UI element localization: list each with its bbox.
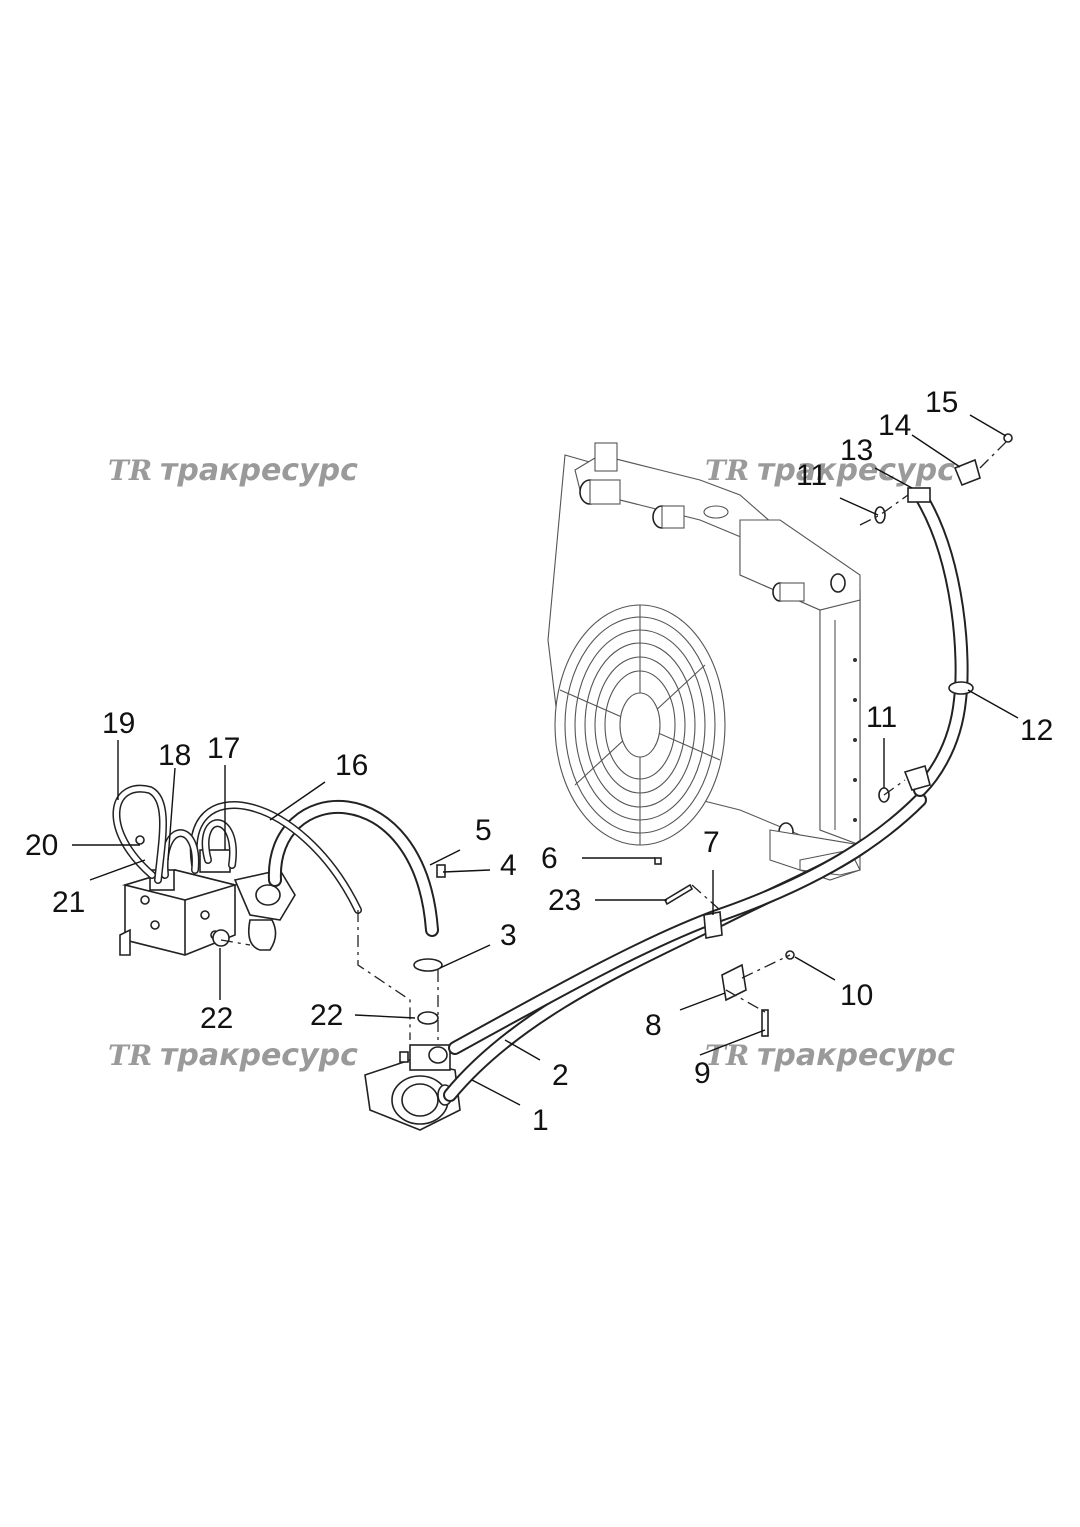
radiator-cooler-assembly [547,442,861,881]
callout-22-left: 22 [200,1002,233,1035]
watermark-bottom-left: TR тракресурс [108,1038,358,1073]
svg-text:TR: TR [705,454,749,487]
callout-10: 10 [840,979,873,1012]
callout-9: 9 [694,1057,711,1090]
svg-text:тракресурс: тракресурс [160,453,358,488]
callout-6: 6 [541,842,558,875]
callout-12: 12 [1020,714,1053,747]
watermark-top-left: TR тракресурс [108,453,358,488]
callout-11-bottom: 11 [866,701,897,734]
callout-5: 5 [475,814,492,847]
callout-2: 2 [552,1059,569,1092]
svg-text:TR: TR [108,454,152,487]
callout-4: 4 [500,849,517,882]
callout-23: 23 [548,884,581,917]
callout-14: 14 [878,409,911,442]
callout-13: 13 [840,434,873,467]
callout-19: 19 [102,707,135,740]
pump-assembly [364,1044,461,1131]
callout-22-center: 22 [310,999,343,1032]
assembly-lines [220,439,1009,1040]
callout-17: 17 [207,732,240,765]
callout-8: 8 [645,1009,662,1042]
svg-text:тракресурс: тракресурс [757,453,955,488]
svg-text:TR: TR [108,1039,152,1072]
callout-11-top: 11 [796,459,827,492]
callout-16: 16 [335,749,368,782]
watermark-top-right: TR тракресурс [705,453,955,488]
callout-numbers: 1 2 3 4 5 6 7 8 9 10 11 11 12 13 14 15 1… [25,386,1053,1137]
callout-15: 15 [925,386,958,419]
svg-text:тракресурс: тракресурс [160,1038,358,1073]
leader-lines [72,414,1019,1106]
callout-1: 1 [532,1104,549,1137]
callout-3: 3 [500,919,517,952]
watermark-bottom-right: TR тракресурс [705,1038,955,1073]
callout-7: 7 [703,826,720,859]
callout-18: 18 [158,739,191,772]
callout-21: 21 [52,886,85,919]
callout-20: 20 [25,829,58,862]
svg-text:тракресурс: тракресурс [757,1038,955,1073]
